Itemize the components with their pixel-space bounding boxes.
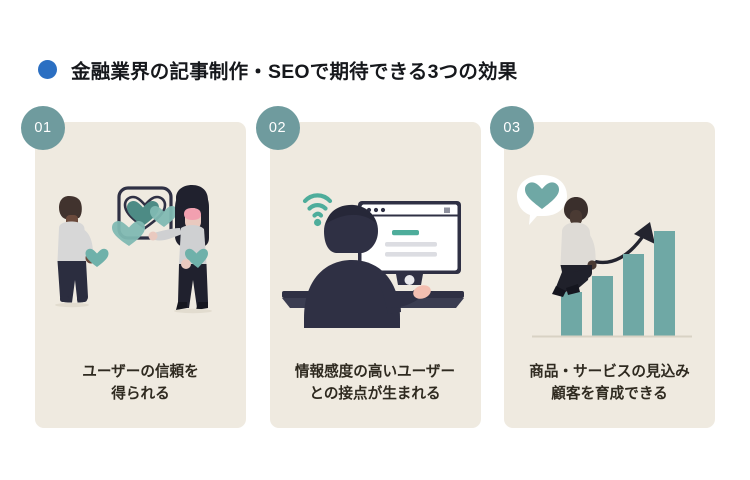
caption-line-2: 顧客を育成できる: [551, 386, 668, 403]
caption-line-1: 商品・サービスの見込み: [529, 363, 690, 380]
person-climbing-growth-chart-illustration: [517, 175, 692, 338]
heart-speech-bubble-icon: [517, 175, 567, 225]
card-number-badge-1: 01: [21, 106, 65, 150]
bar-1: [561, 292, 582, 336]
effects-card-row: 01: [21, 106, 715, 428]
effect-card-3-caption: 商品・サービスの見込み 顧客を育成できる: [512, 361, 707, 406]
bar-2: [592, 276, 613, 336]
effect-card-3[interactable]: 03: [490, 106, 715, 428]
caption-line-1: 情報感度の高いユーザー: [294, 363, 456, 380]
effect-card-1[interactable]: 01: [21, 106, 246, 428]
caption-line-2: との接点が生まれる: [309, 386, 441, 403]
bar-4: [654, 231, 675, 336]
blue-dot-icon: [38, 60, 57, 79]
effect-card-2[interactable]: 02: [255, 106, 481, 428]
card-number-badge-3: 03: [490, 106, 534, 150]
page-title: 金融業界の記事制作・SEOで期待できる3つの効果: [71, 61, 518, 83]
growth-arrow-icon: [588, 222, 655, 265]
wifi-icon: [302, 193, 332, 218]
person-at-monitor-wifi-illustration: [281, 193, 464, 328]
page-header: 金融業界の記事制作・SEOで期待できる3つの効果: [38, 55, 517, 84]
two-people-hearts-illustration: [55, 185, 212, 314]
card-number-badge-2: 02: [255, 106, 300, 150]
bar-3: [623, 254, 644, 336]
effect-card-1-caption: ユーザーの信頼を 得られる: [43, 361, 238, 406]
effect-card-2-caption: 情報感度の高いユーザー との接点が生まれる: [278, 361, 473, 406]
caption-line-2: 得られる: [111, 386, 170, 403]
caption-line-1: ユーザーの信頼を: [82, 363, 199, 380]
